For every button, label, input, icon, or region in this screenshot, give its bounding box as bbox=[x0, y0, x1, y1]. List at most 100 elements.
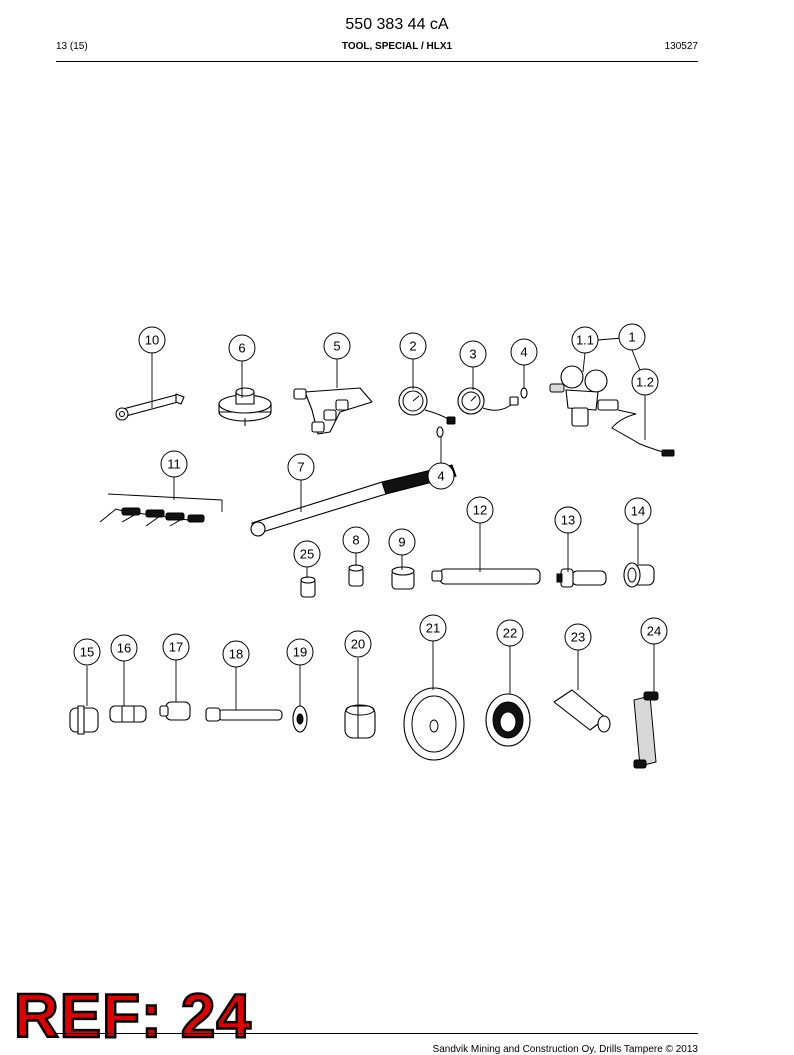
leader-lines bbox=[86, 337, 655, 710]
callout-13: 13 bbox=[554, 506, 582, 534]
callout-number: 1.2 bbox=[636, 375, 654, 390]
part-15-split-bushing bbox=[69, 705, 99, 735]
callout-circle bbox=[138, 326, 166, 354]
part-21-wheel bbox=[403, 687, 465, 761]
callout-number: 13 bbox=[561, 513, 575, 528]
callout-23: 23 bbox=[564, 623, 592, 651]
callout-24: 24 bbox=[640, 617, 668, 645]
callout-5: 5 bbox=[323, 332, 351, 360]
page-title: TOOL, SPECIAL / HLX1 bbox=[341, 41, 453, 52]
footer-copyright: Sandvik Mining and Construction Oy, Dril… bbox=[432, 1044, 698, 1055]
callout-6: 6 bbox=[228, 334, 256, 362]
callout-number: 1 bbox=[628, 330, 635, 345]
part-9-sleeve bbox=[391, 566, 415, 590]
part-24-sleeve bbox=[633, 691, 659, 769]
callout-7: 7 bbox=[287, 453, 315, 481]
part-8-sleeve bbox=[348, 564, 364, 587]
part-20-split-sleeve bbox=[344, 704, 376, 739]
callout-circle bbox=[222, 640, 250, 668]
callout-number: 15 bbox=[80, 645, 94, 660]
part-6-puller bbox=[218, 387, 272, 426]
callout-number: 17 bbox=[169, 640, 183, 655]
part-4-o-ring bbox=[520, 387, 528, 399]
callout-circle bbox=[160, 450, 188, 478]
part-12-long-pin bbox=[431, 568, 541, 585]
callout-number: 14 bbox=[631, 504, 645, 519]
callout-number: 2 bbox=[409, 339, 416, 354]
part-14-bushing bbox=[623, 562, 655, 588]
part-23-shaft bbox=[553, 689, 611, 733]
callout-20: 20 bbox=[344, 630, 372, 658]
callout-circle bbox=[342, 526, 370, 554]
part-13-pin bbox=[556, 568, 607, 588]
callout-circle bbox=[344, 630, 372, 658]
callout-circle bbox=[73, 638, 101, 666]
callout-12: 12 bbox=[466, 496, 494, 524]
callout-4: 4 bbox=[510, 338, 538, 366]
callout-25: 25 bbox=[293, 540, 321, 568]
part-4-o-ring-lower bbox=[436, 426, 444, 438]
callout-number: 7 bbox=[297, 460, 304, 475]
part-5-fork-tool bbox=[293, 387, 373, 435]
callout-circle bbox=[419, 614, 447, 642]
date-code: 130527 bbox=[664, 41, 698, 52]
header-divider bbox=[56, 61, 698, 62]
callout-14: 14 bbox=[624, 497, 652, 525]
ref-overlay-label: REF: 24 bbox=[13, 982, 252, 1051]
callout-circle bbox=[466, 496, 494, 524]
part-3-pressure-gauge bbox=[457, 387, 519, 415]
callout-circle bbox=[228, 334, 256, 362]
callout-number: 8 bbox=[352, 533, 359, 548]
callout-number: 9 bbox=[398, 535, 405, 550]
callout-circle bbox=[564, 623, 592, 651]
part-22-wheel bbox=[485, 693, 531, 747]
part-16-bushing bbox=[109, 705, 147, 723]
callout-circle bbox=[293, 540, 321, 568]
callout-number: 4 bbox=[520, 345, 527, 360]
callout-1: 1 bbox=[618, 323, 646, 351]
callout-circle bbox=[286, 638, 314, 666]
callout-circle bbox=[427, 462, 455, 490]
callout-10: 10 bbox=[138, 326, 166, 354]
callout-8: 8 bbox=[342, 526, 370, 554]
callout-circle bbox=[399, 332, 427, 360]
callout-number: 3 bbox=[469, 347, 476, 362]
callout-15: 15 bbox=[73, 638, 101, 666]
part-11-hex-keys bbox=[99, 507, 205, 527]
callout-circle bbox=[510, 338, 538, 366]
part-19-disc bbox=[292, 705, 308, 733]
callout-number: 22 bbox=[503, 626, 517, 641]
callout-circle bbox=[162, 633, 190, 661]
callout-number: 25 bbox=[300, 547, 314, 562]
page-number: 13 (15) bbox=[56, 41, 88, 52]
callout-number: 10 bbox=[145, 333, 159, 348]
callout-circle bbox=[624, 497, 652, 525]
callout-number: 12 bbox=[473, 503, 487, 518]
part-1-regulator bbox=[549, 365, 675, 457]
part-17-bushing bbox=[159, 701, 191, 721]
callout-number: 23 bbox=[571, 630, 585, 645]
callout-9: 9 bbox=[388, 528, 416, 556]
part-10-wrench bbox=[115, 393, 185, 421]
callout-number: 11 bbox=[167, 457, 181, 472]
callout-number: 4 bbox=[437, 469, 444, 484]
part-25-sleeve bbox=[300, 576, 316, 598]
callout-1-1: 1.1 bbox=[571, 326, 599, 354]
callout-number: 21 bbox=[426, 621, 440, 636]
callout-circle bbox=[388, 528, 416, 556]
callout-circle bbox=[110, 634, 138, 662]
callout-number: 5 bbox=[333, 339, 340, 354]
callout-11: 11 bbox=[160, 450, 188, 478]
callout-circle bbox=[459, 340, 487, 368]
callout-circle bbox=[618, 323, 646, 351]
callout-circle bbox=[640, 617, 668, 645]
callout-circle bbox=[496, 619, 524, 647]
callout-19: 19 bbox=[286, 638, 314, 666]
callout-17: 17 bbox=[162, 633, 190, 661]
callout-number: 20 bbox=[351, 637, 365, 652]
callout-2: 2 bbox=[399, 332, 427, 360]
callout-circle bbox=[554, 506, 582, 534]
document-number: 550 383 44 cA bbox=[345, 16, 449, 33]
